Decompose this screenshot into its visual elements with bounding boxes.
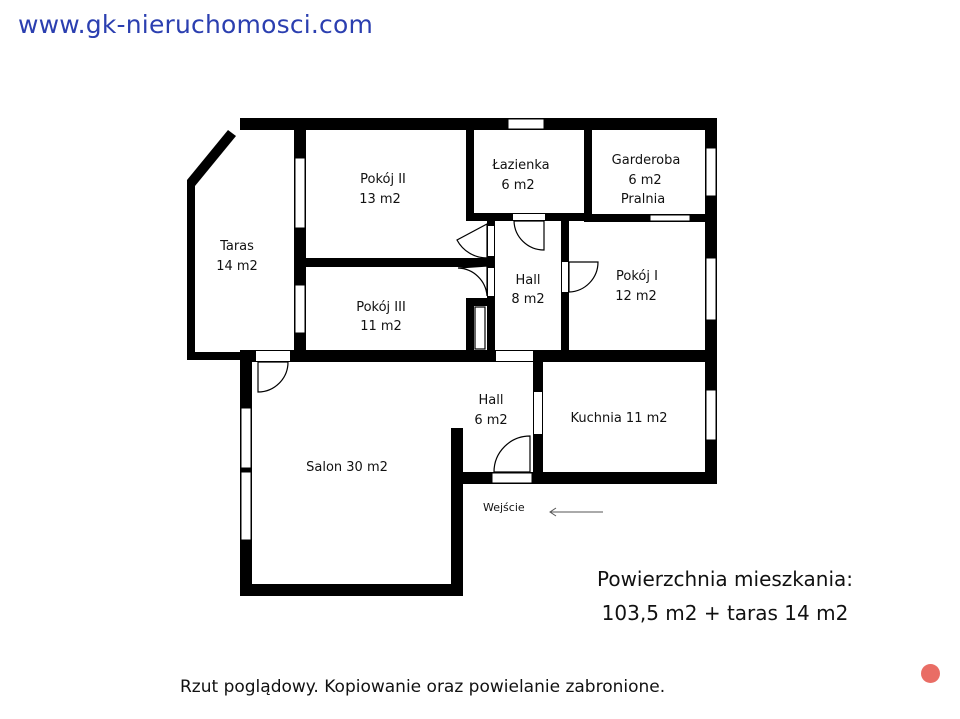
label-taras-area: 14 m2 <box>216 259 258 274</box>
gap-pokoj2-door <box>488 226 494 256</box>
label-entrance: Wejście <box>483 501 525 514</box>
gap-kitchen-door <box>534 392 542 434</box>
label-pokoj2-area: 13 m2 <box>359 192 401 207</box>
wall-pokoj2-pokoj3 <box>294 258 494 267</box>
door-salon <box>257 361 289 393</box>
wall-salon-bottom <box>240 584 463 596</box>
watermark-badge-icon <box>921 664 940 683</box>
window-salon-2 <box>240 471 252 541</box>
door-entrance <box>493 435 531 473</box>
label-pokoj3-name: Pokój III <box>356 300 406 315</box>
terrace-left-wall <box>187 180 195 360</box>
gap-hall <box>496 351 533 361</box>
window-pokoj3 <box>294 284 306 334</box>
label-hall1-area: 8 m2 <box>511 292 544 307</box>
label-lazienka-area: 6 m2 <box>501 178 534 193</box>
door-pokoj3 <box>457 265 488 297</box>
closet-door <box>474 306 486 350</box>
wall-salon-right <box>451 428 463 596</box>
wall-bedrooms-bottom <box>240 350 717 362</box>
terrace-bottom-wall <box>187 352 252 360</box>
door-pokoj1 <box>568 261 599 293</box>
doors <box>257 220 599 473</box>
window-entrance <box>491 472 533 484</box>
windows <box>240 118 717 541</box>
gap-lazienka-door <box>513 214 545 220</box>
window-kuchnia <box>705 389 717 441</box>
label-taras-name: Taras <box>219 239 254 254</box>
gap-pokoj3-door <box>488 268 494 296</box>
wall-closet-top <box>466 298 495 306</box>
label-pokoj3-area: 11 m2 <box>360 319 402 334</box>
area-summary-title: Powierzchnia mieszkania: <box>596 567 853 591</box>
window-salon-1 <box>240 407 252 469</box>
label-garderoba-area: 6 m2 <box>628 173 661 188</box>
label-lazienka-name: Łazienka <box>491 158 549 173</box>
label-pokoj1-name: Pokój I <box>616 269 658 284</box>
gap-pokoj1-door <box>562 262 568 292</box>
wall-closet-left <box>466 298 474 362</box>
area-summary-value: 103,5 m2 + taras 14 m2 <box>601 601 849 625</box>
opening-garderoba <box>649 214 691 222</box>
wall-lazienka-left <box>466 118 474 220</box>
label-hall2-name: Hall <box>479 393 504 408</box>
entrance-arrow-icon <box>549 507 603 517</box>
door-lazienka <box>513 220 545 251</box>
window-lazienka <box>507 118 545 130</box>
label-salon: Salon 30 m2 <box>306 460 388 475</box>
door-pokoj2 <box>456 223 488 259</box>
label-pokoj1-area: 12 m2 <box>615 289 657 304</box>
window-garderoba <box>705 147 717 197</box>
copyright-disclaimer: Rzut poglądowy. Kopiowanie oraz powielan… <box>180 677 666 697</box>
window-pokoj1 <box>705 257 717 321</box>
label-pokoj2-name: Pokój II <box>360 172 406 187</box>
window-pokoj2 <box>294 157 306 229</box>
label-garderoba-name: Garderoba <box>612 153 681 168</box>
wall-top <box>240 118 717 130</box>
label-hall1-name: Hall <box>516 273 541 288</box>
label-garderoba-extra: Pralnia <box>621 192 665 207</box>
label-hall2-area: 6 m2 <box>474 413 507 428</box>
website-url: www.gk-nieruchomosci.com <box>18 10 374 39</box>
terrace-diagonal-wall <box>187 130 236 186</box>
gap-salon-door <box>256 351 290 361</box>
wall-entrance-bottom <box>451 472 717 484</box>
wall-garderoba-left <box>584 118 592 222</box>
label-kuchnia: Kuchnia 11 m2 <box>570 411 667 426</box>
